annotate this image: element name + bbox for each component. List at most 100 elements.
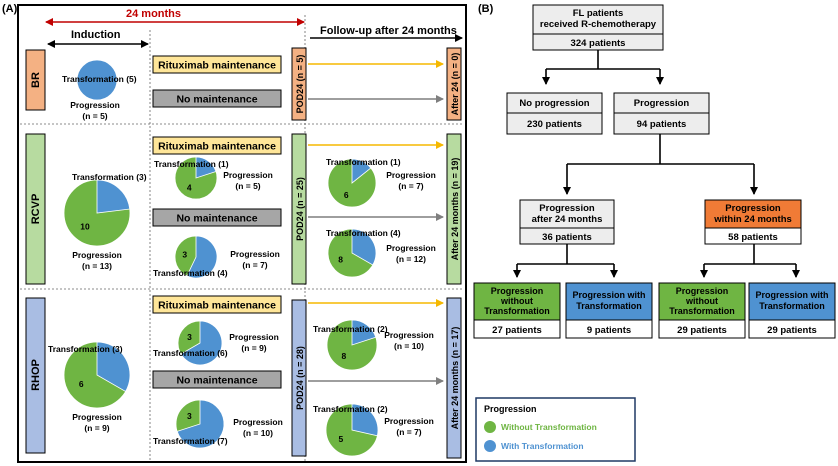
rcvp-after24-bar — [446, 133, 462, 285]
rhop-nm-progression: Progression — [233, 417, 283, 427]
rcvp-rituximab-box — [152, 136, 282, 155]
br-pod24-bar — [291, 47, 307, 121]
legend-box — [475, 397, 636, 462]
rhop-nm-with-slice — [176, 399, 225, 449]
panel-b-label: (B) — [478, 3, 494, 15]
24-months-label: 24 months — [126, 8, 181, 20]
legend-blue-swatch — [484, 440, 496, 452]
rcvp-after24-label: After 24 months (n = 19) — [450, 158, 460, 261]
no-progression-title: No progression — [519, 98, 589, 109]
br-bar — [25, 49, 46, 111]
br-ind-n: (n = 5) — [82, 111, 107, 121]
rhop-rm-transformation: Transformation (6) — [153, 348, 228, 358]
fl-patients-box — [532, 4, 664, 51]
rhop-after24-bar — [446, 297, 462, 459]
rcvp-nm-n: (n = 7) — [242, 260, 267, 270]
rcvp-rm-progression: Progression — [223, 170, 273, 180]
br-rituximab-label: Rituximab maintenance — [158, 60, 276, 72]
rcvp-fu1-with-slice — [351, 158, 372, 184]
rcvp-ind-n: (n = 13) — [82, 261, 112, 271]
br-pod24-label: POD24 (n = 5) — [295, 55, 305, 114]
rhop-fu2-transformation: Transformation (2) — [313, 404, 388, 414]
fl-patients-count: 324 patients — [571, 38, 626, 49]
rcvp-pod24-bar — [291, 133, 307, 285]
rhop-nm-without-count: 3 — [187, 411, 192, 421]
fl-patients-line2: received R-chemotherapy — [540, 19, 657, 30]
rcvp-nm-transformation: Transformation (4) — [153, 268, 228, 278]
flow-connectors — [513, 50, 800, 278]
rcvp-fu2-without-count: 8 — [338, 255, 343, 265]
rhop-nomaint-box — [152, 370, 282, 389]
rhop-induction-without-count: 6 — [79, 379, 84, 389]
leaf1-line3: Transformation — [484, 306, 550, 316]
leaf3-count: 29 patients — [677, 325, 727, 336]
after-24-count: 36 patients — [542, 232, 592, 243]
induction-label: Induction — [71, 29, 121, 41]
br-induction-with-slice — [76, 59, 118, 101]
rhop-rituximab-box — [152, 295, 282, 314]
rcvp-rm-n: (n = 5) — [235, 181, 260, 191]
rcvp-fu2-progression: Progression — [386, 243, 436, 253]
legend-title: Progression — [484, 404, 537, 414]
rhop-fu1-n: (n = 10) — [394, 341, 424, 351]
rcvp-pod24-label: POD24 (n = 25) — [295, 177, 305, 241]
rcvp-fu2-with-slice — [351, 228, 377, 266]
rcvp-nomaint-label: No maintenance — [176, 213, 257, 225]
rcvp-fu2-n: (n = 12) — [396, 254, 426, 264]
leaf1-line2: without — [500, 296, 533, 306]
br-ind-transformation: Transformation (5) — [62, 74, 137, 84]
progression-count: 94 patients — [637, 119, 687, 130]
rcvp-nm-without-count: 3 — [182, 249, 187, 259]
leaf2-count: 9 patients — [587, 325, 631, 336]
br-ind-progression: Progression — [70, 100, 120, 110]
rcvp-bar — [25, 133, 46, 285]
rhop-rm-without-count: 3 — [187, 332, 192, 342]
within-24-line1: Progression — [725, 203, 781, 214]
br-nomaint-label: No maintenance — [176, 94, 257, 106]
rcvp-nomaint-box — [152, 208, 282, 227]
rcvp-ind-progression: Progression — [72, 250, 122, 260]
legend-with: With Transformation — [501, 441, 584, 451]
rhop-pod24-label: POD24 (n = 28) — [295, 346, 305, 410]
rhop-fu2-n: (n = 7) — [396, 427, 421, 437]
no-progression-count: 230 patients — [527, 119, 582, 130]
rcvp-fu1-n: (n = 7) — [398, 181, 423, 191]
within-24-line2: within 24 months — [713, 214, 792, 225]
leaf3-line3: Transformation — [669, 306, 735, 316]
br-after24-bar — [446, 47, 462, 121]
legend-without: Without Transformation — [501, 422, 597, 432]
rhop-label: RHOP — [30, 359, 42, 391]
legend-green-swatch — [484, 421, 496, 433]
after-24-line2: after 24 months — [532, 214, 603, 225]
rcvp-label: RCVP — [30, 194, 42, 225]
leaf2-line2: Transformation — [576, 301, 642, 311]
rhop-after24-label: After 24 months (n = 17) — [450, 327, 460, 430]
leaf3-line1: Progression — [676, 286, 729, 296]
panel-a-frame — [17, 4, 467, 463]
rhop-rituximab-label: Rituximab maintenance — [158, 300, 276, 312]
rcvp-fu2-transformation: Transformation (4) — [326, 228, 401, 238]
rhop-nm-n: (n = 10) — [243, 428, 273, 438]
rcvp-nm-with-slice — [186, 235, 218, 279]
rhop-nomaint-label: No maintenance — [176, 375, 257, 387]
leaf3-line2: without — [685, 296, 718, 306]
leaf1-line1: Progression — [491, 286, 544, 296]
rhop-fu2-progression: Progression — [384, 416, 434, 426]
rhop-ind-transformation: Transformation (3) — [48, 344, 123, 354]
rcvp-nm-progression: Progression — [230, 249, 280, 259]
rcvp-induction-with-slice — [96, 179, 131, 214]
fl-patients-line1: FL patients — [573, 8, 624, 19]
leaf4-count: 29 patients — [767, 325, 817, 336]
rhop-fu2-with-slice — [351, 403, 379, 437]
rcvp-fu1-without-count: 6 — [344, 190, 349, 200]
rhop-rm-with-slice — [180, 320, 223, 366]
rcvp-ind-transformation: Transformation (3) — [72, 172, 147, 182]
rhop-nm-transformation: Transformation (7) — [153, 436, 228, 446]
rhop-ind-progression: Progression — [72, 412, 122, 422]
rhop-fu1-without-count: 8 — [342, 351, 347, 361]
rcvp-rituximab-label: Rituximab maintenance — [158, 141, 276, 153]
leaf2-line1: Progression with — [572, 290, 645, 300]
rhop-ind-n: (n = 9) — [84, 423, 109, 433]
br-label: BR — [30, 72, 42, 88]
